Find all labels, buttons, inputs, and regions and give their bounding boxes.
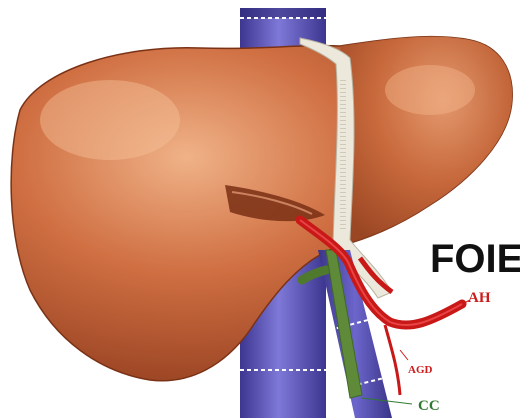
- agd-leader: [400, 350, 408, 360]
- label-cc: CC: [418, 398, 440, 414]
- label-agd: AGD: [408, 364, 433, 376]
- gastroduodenal-artery: [385, 325, 400, 395]
- title-label: FOIE: [430, 237, 520, 281]
- label-ah: AH: [468, 290, 491, 306]
